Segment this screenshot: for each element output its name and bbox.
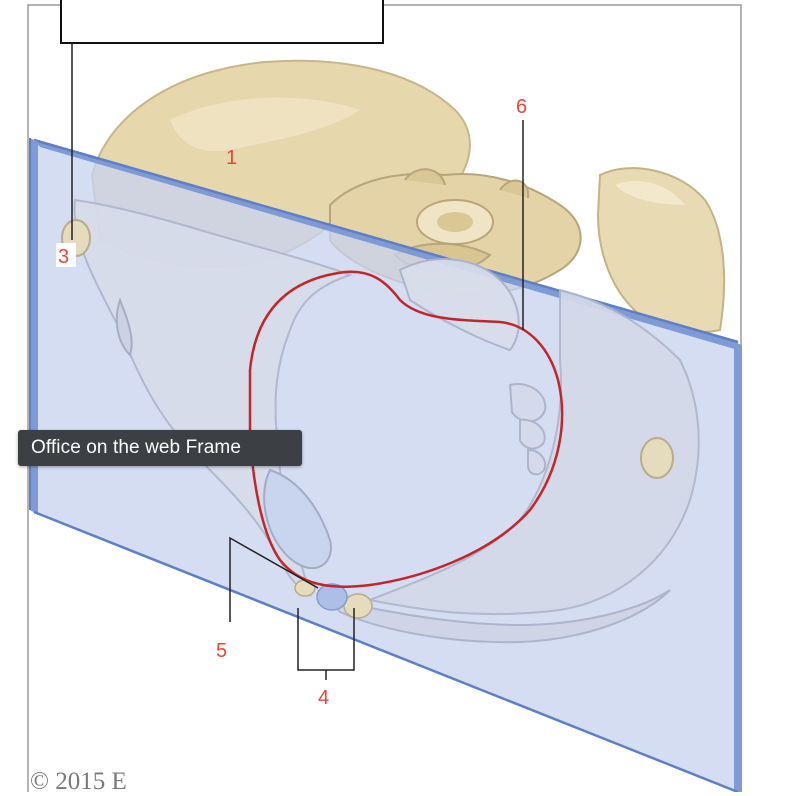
label-answer-box[interactable] <box>60 0 384 44</box>
copyright-text: © 2015 E <box>30 768 127 795</box>
leader-line-5 <box>229 536 319 622</box>
label-4: 4 <box>318 687 329 709</box>
frame-tooltip: Office on the web Frame <box>18 430 302 466</box>
label-3: 3 <box>58 246 69 268</box>
right-iliac-wing <box>596 167 726 333</box>
leader-lines <box>71 44 524 680</box>
label-5: 5 <box>216 640 227 662</box>
pelvic-inlet-outline <box>248 270 564 588</box>
label-6: 6 <box>516 96 527 118</box>
label-1: 1 <box>226 147 237 169</box>
